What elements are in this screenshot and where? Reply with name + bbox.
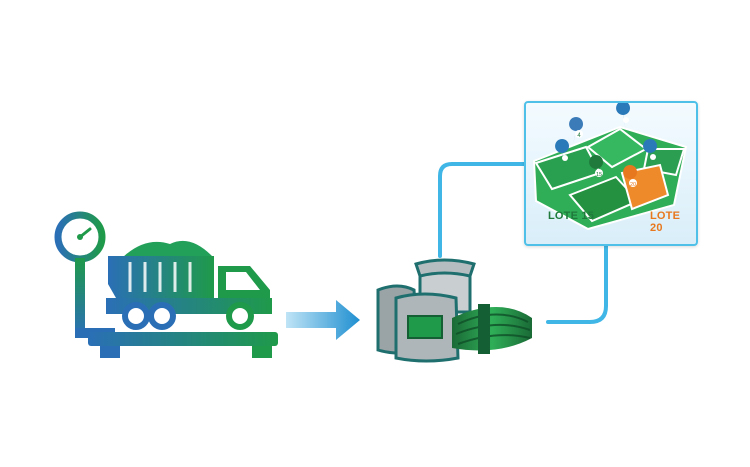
pin-label-15: 15 (596, 172, 602, 178)
connector-from-map (546, 242, 608, 324)
map-pin-icon (569, 117, 584, 145)
field-map-card: 4 15 20 LOTE 15 LOTE 20 (524, 101, 698, 246)
sacks-bundle-icon (376, 258, 532, 363)
lot-20-label: LOTE 20 (650, 210, 681, 234)
map-pin-icon (616, 103, 631, 131)
pin-label-20: 20 (630, 182, 636, 188)
field-map-icon: 4 15 20 (532, 103, 688, 231)
map-pin-icon (623, 165, 638, 193)
map-pin-icon (643, 139, 658, 169)
arrow-right-icon (286, 300, 360, 340)
map-pin-icon (555, 139, 570, 167)
lot-15-label: LOTE 15 (548, 210, 595, 222)
connector-lines (438, 162, 608, 324)
connector-to-map (438, 162, 526, 258)
truck-scale-icon (54, 211, 278, 358)
map-pin-icon (589, 155, 604, 183)
pin-label-4: 4 (577, 133, 581, 139)
